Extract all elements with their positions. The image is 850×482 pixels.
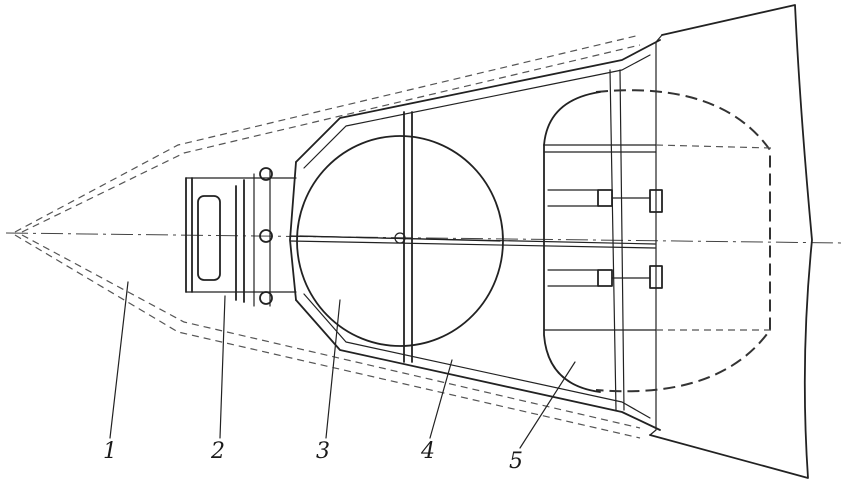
upper-stage-body [649, 4, 813, 479]
center-axis [5, 232, 846, 244]
label-2: 2 [210, 439, 225, 464]
label-3: 3 [316, 439, 330, 464]
label-1: 1 [103, 439, 117, 464]
label-4: 4 [420, 439, 435, 464]
adapter-frame [289, 39, 661, 431]
leader-lines [109, 281, 576, 449]
label-5: 5 [509, 449, 523, 474]
fairing-outline [14, 34, 641, 439]
cylindrical-tank [543, 89, 773, 393]
spherical-tank [296, 135, 504, 347]
flange-assembly [185, 167, 406, 307]
